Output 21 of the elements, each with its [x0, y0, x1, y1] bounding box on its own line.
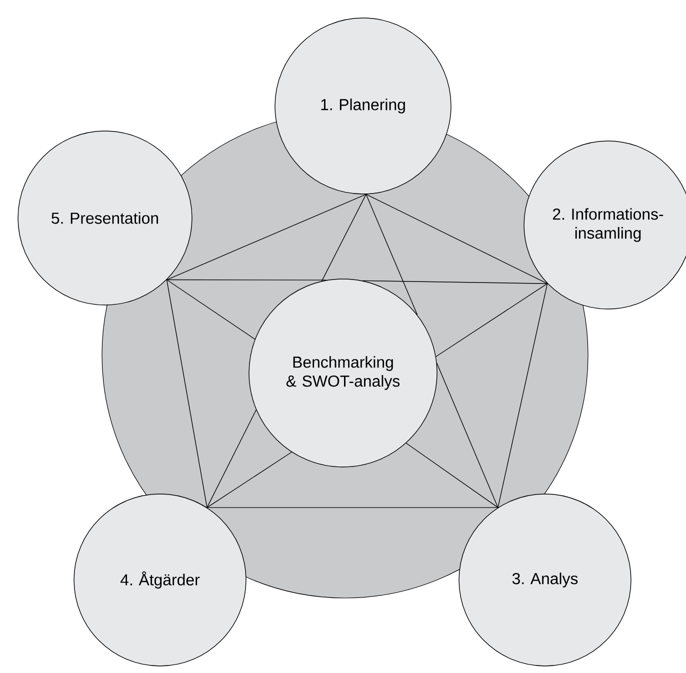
- circle-node: 1. Planering: [274, 18, 452, 194]
- connector-line: [436, 362, 498, 508]
- circle-node: 4. Åtgärder: [74, 494, 246, 666]
- connector-line: [166, 279, 327, 280]
- connector-line: [366, 194, 418, 316]
- connector-line: [498, 283, 548, 508]
- connector-line: [321, 194, 366, 282]
- circle-node: 5. Presentation: [18, 130, 192, 306]
- connector-line: [406, 442, 498, 508]
- connector-line: [166, 194, 366, 280]
- circle-node: Benchmarking & SWOT-analys: [248, 278, 438, 468]
- connector-line: [362, 280, 548, 284]
- connector-line: [166, 279, 256, 340]
- connector-line: [206, 452, 292, 508]
- circle-node: 2. Informations- insamling: [524, 140, 686, 310]
- connector-line: [166, 279, 208, 508]
- connector-line: [206, 507, 498, 508]
- connector-line: [206, 410, 256, 508]
- connector-line: [436, 283, 548, 357]
- connector-line: [366, 194, 548, 284]
- circle-node: 3. Analys: [458, 494, 632, 666]
